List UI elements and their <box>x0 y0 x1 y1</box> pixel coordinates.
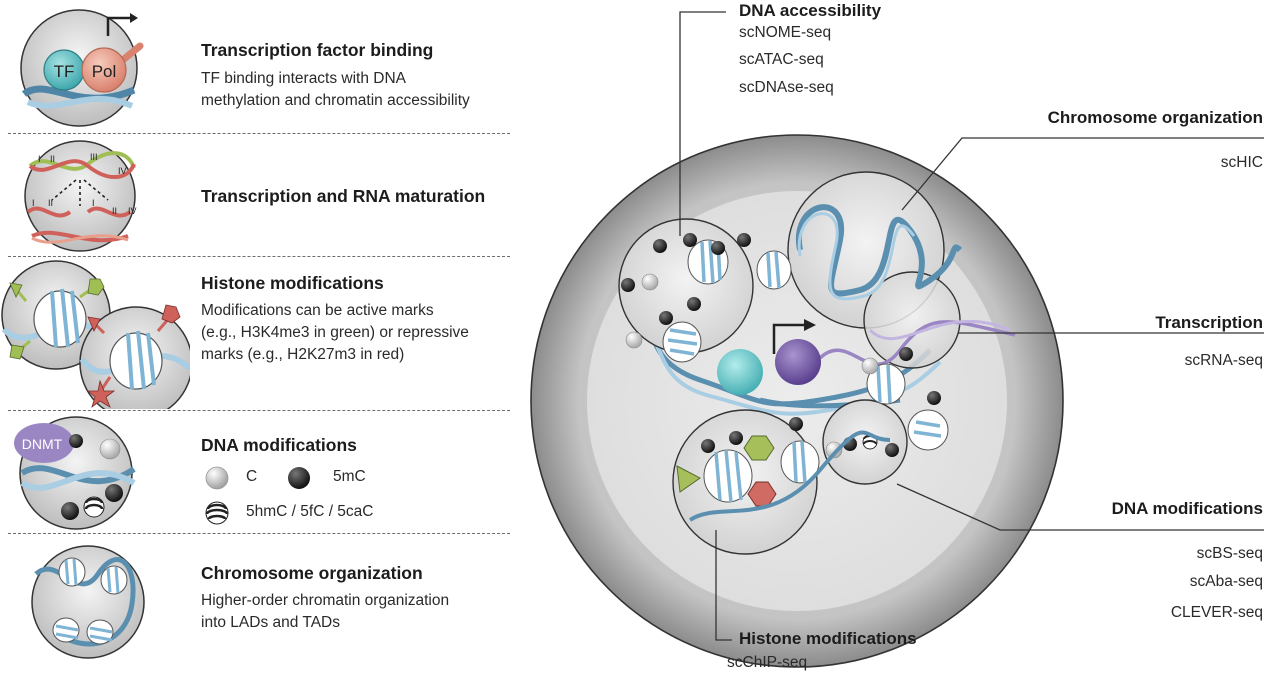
rna-splicing-illustration: I II III IV I II I II IV <box>24 140 137 252</box>
panel-divider <box>8 533 510 534</box>
transcription-factor <box>717 349 763 395</box>
transcription-subcircle <box>863 271 961 369</box>
panel-chromosome-organization: Chromosome organization Higher-order chr… <box>0 534 510 674</box>
transcription-label: Transcription <box>1155 313 1263 332</box>
accessibility-method: scNOME-seq <box>739 24 832 41</box>
panel-divider <box>8 256 510 257</box>
exon-label: IV <box>128 206 137 216</box>
pol-label: Pol <box>92 62 117 81</box>
panel-divider <box>8 133 510 134</box>
exon-label: II <box>50 154 55 164</box>
exon-label: III <box>90 152 98 162</box>
methyl-marks <box>621 233 941 459</box>
5hmc-legend-icon <box>205 501 229 525</box>
chromatin-loop-illustration <box>31 545 145 659</box>
panel-transcription-rna-maturation: I II III IV I II I II IV Transcription a… <box>0 134 510 256</box>
accessibility-method: scATAC-seq <box>739 51 824 68</box>
nucleosomes <box>662 239 949 503</box>
panel-histone-modifications: Histone modifications Modifications can … <box>0 257 510 410</box>
tf-binding-illustration: TF Pol <box>20 9 144 127</box>
transcription-method: scRNA-seq <box>1184 352 1263 369</box>
5hmc-legend-label: 5hmC / 5fC / 5caC <box>246 503 374 520</box>
panel-description-line: TF binding interacts with DNA <box>201 70 407 87</box>
panel-description-line: methylation and chromatin accessibility <box>201 92 470 109</box>
dnmt-label: DNMT <box>22 436 63 452</box>
panel-description-line: (e.g., H3K4me3 in green) or repressive <box>201 324 469 341</box>
exon-label: I <box>92 198 95 208</box>
panel-title: Transcription factor binding <box>201 40 434 60</box>
exon-label: II <box>48 198 53 208</box>
panel-description-line: marks (e.g., H2K27m3 in red) <box>201 346 405 363</box>
histone-marks-illustration <box>1 260 190 409</box>
5mc-legend-label: 5mC <box>333 468 366 485</box>
tss-arrow <box>772 323 808 354</box>
panel-transcription-factor-binding: TF Pol Transcription factor binding TF b… <box>0 0 510 134</box>
panel-title: Chromosome organization <box>201 563 423 583</box>
tf-label: TF <box>54 62 75 81</box>
exon-label: I <box>32 198 35 208</box>
histone-method: scChIP-seq <box>727 654 808 671</box>
panel-description-line: into LADs and TADs <box>201 614 340 631</box>
rna-polymerase <box>775 339 821 385</box>
panel-title: Histone modifications <box>201 273 384 293</box>
dna-modifications-label: DNA modifications <box>1111 499 1263 518</box>
exon-label: I <box>38 154 41 164</box>
dna-methylation-illustration: DNMT <box>14 416 136 530</box>
c-legend-label: C <box>246 468 258 485</box>
chromosome-organization-label: Chromosome organization <box>1047 108 1263 127</box>
dna-mod-method: scBS-seq <box>1196 545 1263 562</box>
panel-title: DNA modifications <box>201 435 357 455</box>
exon-label: IV <box>118 166 127 176</box>
dna-accessibility-label: DNA accessibility <box>739 1 882 20</box>
panel-divider <box>8 410 510 411</box>
dna-mod-method: CLEVER-seq <box>1170 604 1263 621</box>
c-legend-icon <box>205 466 229 490</box>
accessibility-method: scDNAse-seq <box>739 79 834 96</box>
panel-dna-modifications: DNMT DNA modifications C 5mC 5hmC / 5fC … <box>0 411 510 533</box>
panel-description-line: Modifications can be active marks <box>201 302 434 319</box>
dna-mod-method: scAba-seq <box>1189 573 1263 590</box>
exon-label: II <box>112 206 117 216</box>
panel-description-line: Higher-order chromatin organization <box>201 592 450 609</box>
leader-lines <box>679 11 1264 641</box>
panel-title: Transcription and RNA maturation <box>201 186 486 206</box>
histone-modifications-label: Histone modifications <box>739 629 917 648</box>
5mc-legend-icon <box>288 467 310 489</box>
chromosome-method: scHIC <box>1220 154 1263 171</box>
